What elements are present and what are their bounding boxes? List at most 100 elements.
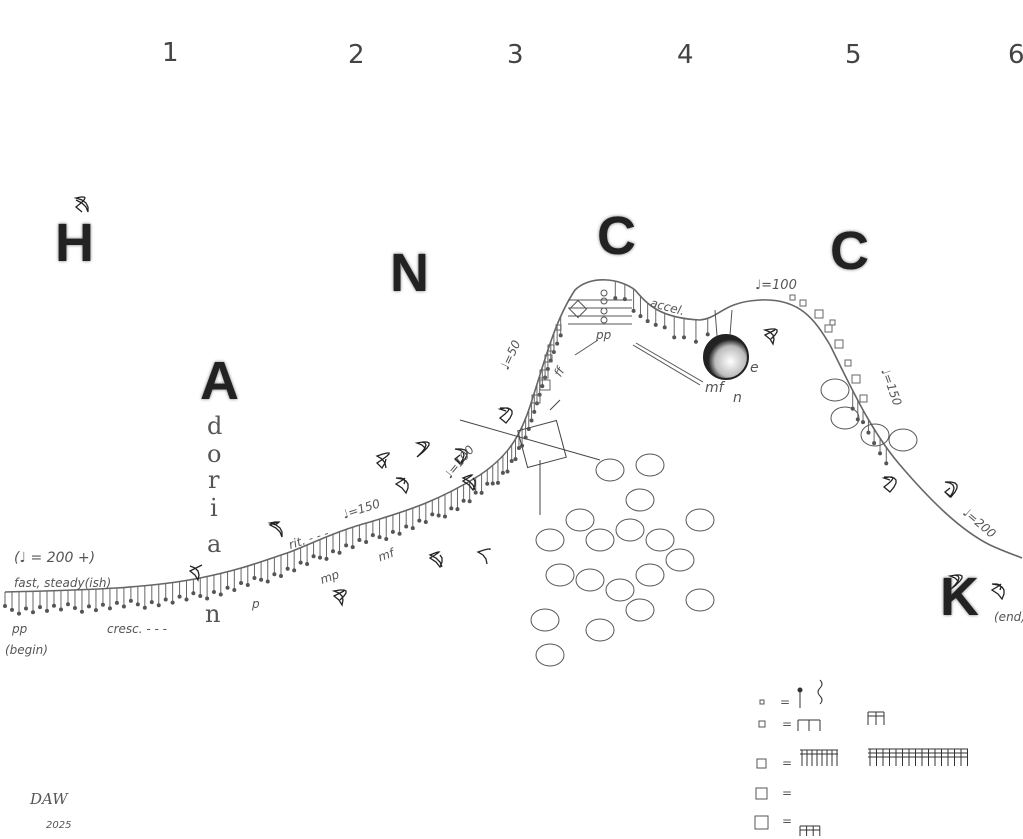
contour-line bbox=[4, 279, 1023, 593]
note-head bbox=[622, 297, 627, 302]
note-group-blob bbox=[530, 608, 560, 632]
begin-label: (begin) bbox=[5, 643, 48, 657]
letter-a: A bbox=[200, 351, 239, 411]
note-group-blob bbox=[685, 588, 715, 612]
note-head bbox=[218, 592, 223, 597]
note-head bbox=[490, 481, 495, 486]
note-head bbox=[285, 566, 290, 571]
note-head bbox=[3, 604, 7, 608]
note-head bbox=[191, 591, 196, 596]
end-label: (end) bbox=[994, 610, 1023, 624]
scribble-cluster bbox=[461, 474, 476, 492]
rhythm-square bbox=[544, 354, 553, 363]
note-group-blob bbox=[685, 508, 715, 532]
legend-equals: = bbox=[782, 814, 793, 828]
column-number-4: 4 bbox=[677, 40, 694, 70]
note-head bbox=[23, 606, 28, 611]
note-head bbox=[404, 524, 409, 529]
note-head bbox=[662, 325, 667, 330]
scribble-cluster bbox=[375, 452, 390, 470]
signature-year: 2025 bbox=[46, 820, 72, 831]
scribble-cluster bbox=[881, 476, 897, 493]
rhythm-squares bbox=[531, 294, 868, 404]
note-head bbox=[184, 597, 189, 602]
scribble-cluster bbox=[267, 521, 283, 538]
note-head bbox=[861, 420, 866, 425]
note-head bbox=[638, 314, 643, 319]
rhythm-square bbox=[844, 359, 852, 367]
note-head bbox=[540, 384, 545, 389]
column-number-3: 3 bbox=[507, 40, 524, 70]
note-group-blob bbox=[645, 528, 675, 552]
note-head bbox=[436, 513, 441, 518]
note-head bbox=[170, 600, 175, 605]
note-head bbox=[114, 600, 119, 605]
note-group-blob bbox=[545, 563, 575, 587]
note-head bbox=[613, 296, 618, 301]
rhythm-square bbox=[859, 394, 868, 403]
letter-c-second: C bbox=[830, 221, 869, 281]
note-head bbox=[65, 602, 70, 607]
note-head bbox=[324, 556, 329, 561]
note-head bbox=[866, 430, 871, 435]
note-group-blob bbox=[605, 578, 635, 602]
note-group-blob bbox=[888, 428, 918, 452]
note-head bbox=[682, 335, 687, 340]
note-head bbox=[330, 549, 335, 554]
note-head bbox=[417, 518, 422, 523]
note-head bbox=[9, 607, 14, 612]
legend-equals: = bbox=[782, 717, 793, 731]
scribble-cluster bbox=[428, 551, 443, 569]
note-group-blob bbox=[635, 563, 665, 587]
legend-squares bbox=[754, 699, 769, 830]
legend-equals: = bbox=[782, 786, 793, 800]
note-head bbox=[449, 506, 454, 511]
note-group-blob bbox=[535, 528, 565, 552]
note-head bbox=[384, 537, 389, 542]
note-head bbox=[205, 596, 210, 601]
note-head bbox=[128, 598, 133, 603]
column-number-1: 1 bbox=[162, 38, 179, 68]
dynamic-p: p bbox=[252, 597, 260, 611]
note-head bbox=[337, 550, 342, 555]
note-head bbox=[93, 608, 98, 613]
scribble-cluster bbox=[73, 196, 89, 213]
scribble-cluster bbox=[497, 407, 513, 424]
note-head bbox=[377, 535, 382, 540]
note-head bbox=[495, 480, 500, 485]
note-group-blob bbox=[535, 643, 565, 667]
harp-symbol bbox=[459, 399, 601, 515]
note-group-blob bbox=[820, 378, 850, 402]
note-head bbox=[272, 572, 277, 577]
note-head bbox=[357, 538, 362, 543]
rhythm-square bbox=[799, 299, 807, 307]
note-head bbox=[292, 568, 297, 573]
dynamic-mf-peak: mf bbox=[705, 380, 724, 396]
rhythm-square bbox=[555, 324, 562, 331]
note-head bbox=[344, 543, 349, 548]
note-stems bbox=[3, 281, 889, 616]
scribble-cluster bbox=[943, 481, 958, 499]
note-group-blob bbox=[575, 568, 605, 592]
note-head bbox=[558, 333, 563, 338]
rhythm-square bbox=[834, 339, 844, 349]
rhythm-square bbox=[824, 324, 833, 333]
character-marking: fast, steady(ish) bbox=[14, 576, 112, 590]
note-head bbox=[509, 458, 514, 463]
note-group-blob bbox=[635, 453, 665, 477]
vertical-letter: n bbox=[205, 600, 221, 628]
signature: DAW bbox=[30, 790, 68, 808]
legend-equals: = bbox=[782, 756, 793, 770]
note-head bbox=[156, 603, 161, 608]
note-head bbox=[30, 610, 35, 615]
scribble-cluster bbox=[394, 477, 409, 495]
note-head bbox=[442, 514, 447, 519]
note-head bbox=[245, 583, 250, 588]
note-head bbox=[555, 341, 560, 346]
note-group-blob bbox=[565, 508, 595, 532]
note-head bbox=[311, 554, 316, 559]
note-head bbox=[100, 602, 105, 607]
note-group-blob bbox=[625, 488, 655, 512]
note-group-blob bbox=[830, 406, 860, 430]
rhythm-square bbox=[539, 379, 551, 391]
